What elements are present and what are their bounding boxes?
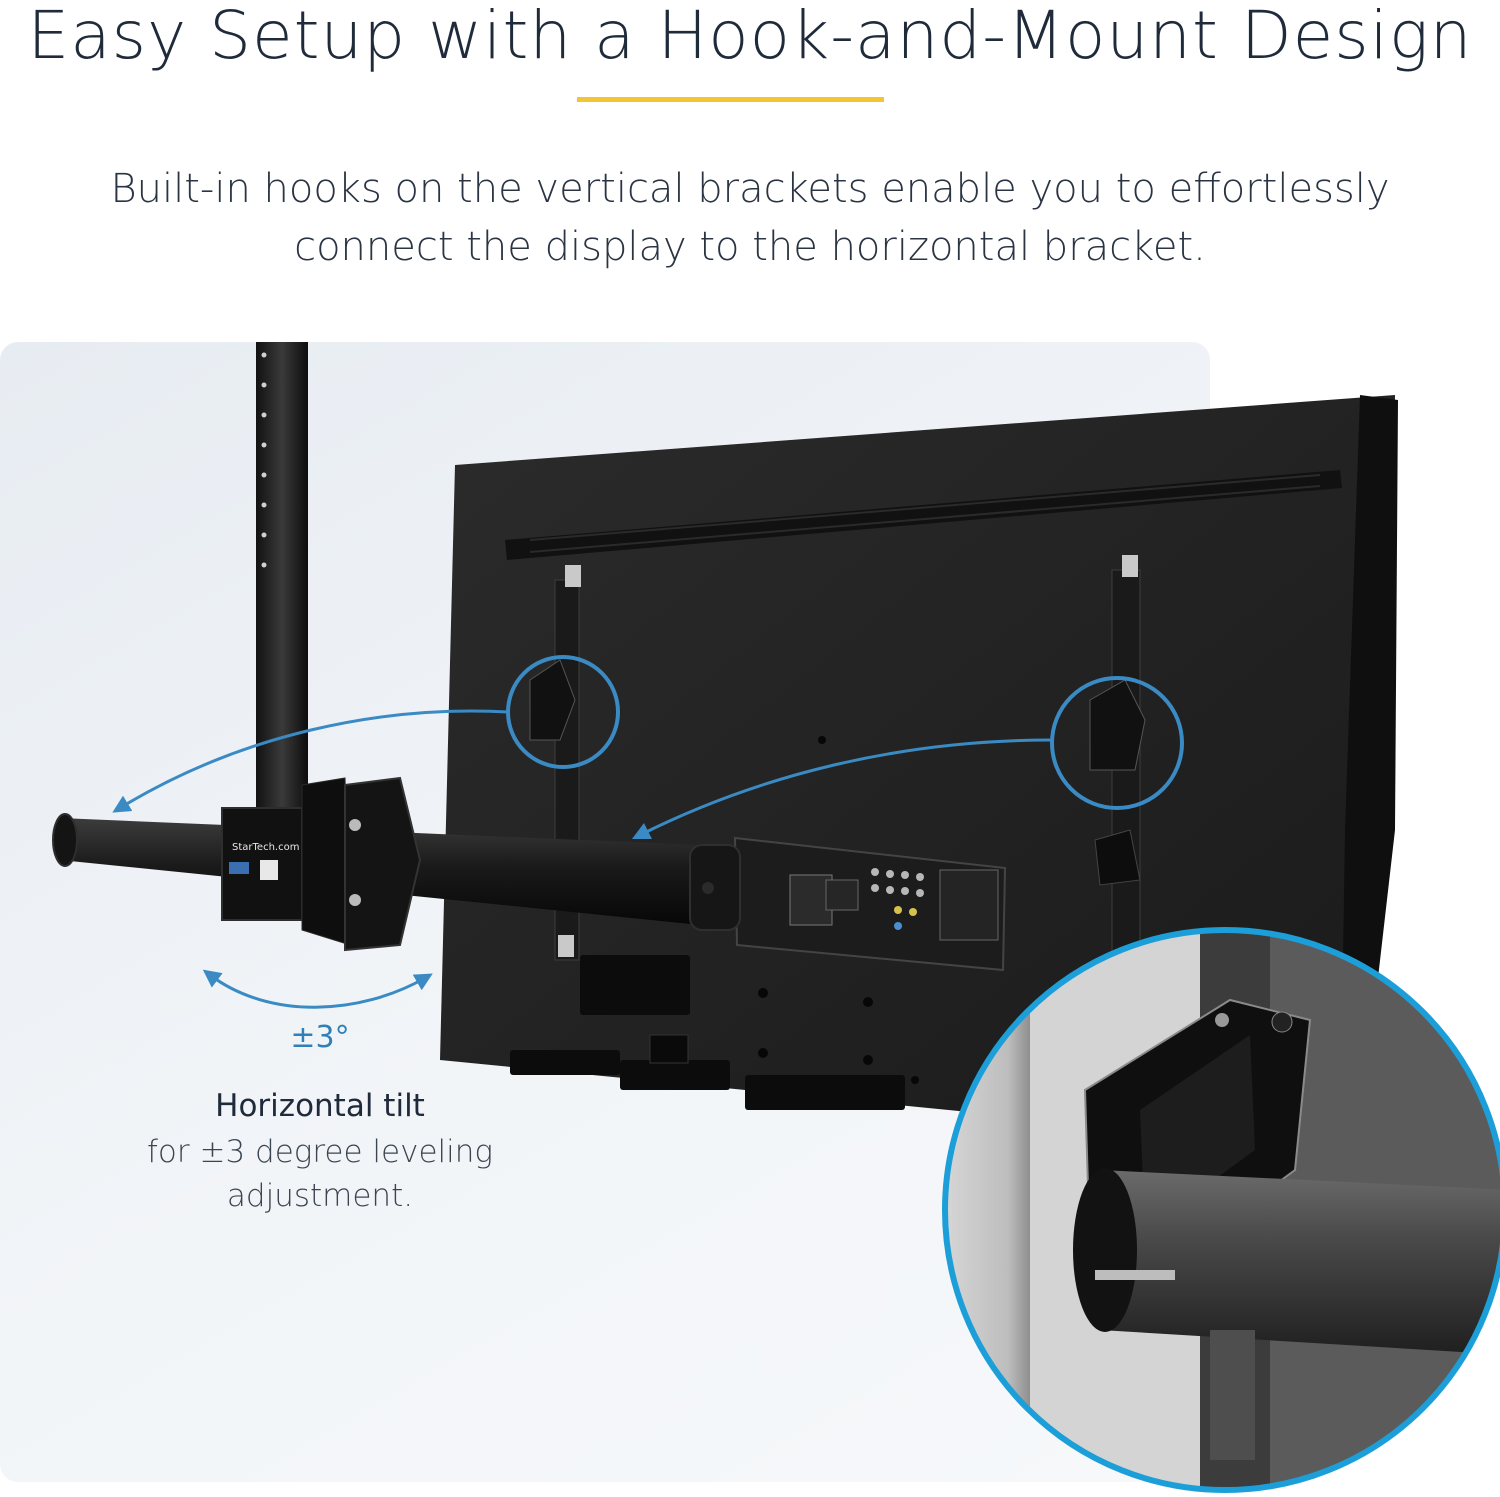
tilt-description: for ±3 degree leveling adjustment. xyxy=(120,1130,520,1218)
hook-highlight-circle-right xyxy=(1050,676,1184,810)
tilt-description-line-1: for ±3 degree leveling xyxy=(146,1134,494,1170)
subtitle-line-1: Built-in hooks on the vertical brackets … xyxy=(110,166,1390,212)
connect-arrow-right xyxy=(631,738,1053,840)
tilt-description-line-2: adjustment. xyxy=(226,1178,414,1214)
ceiling-pole xyxy=(256,342,308,822)
detail-magnifier-circle xyxy=(942,927,1500,1493)
tv-io-panel xyxy=(733,836,1007,972)
page-subtitle: Built-in hooks on the vertical brackets … xyxy=(0,160,1500,276)
tilt-heading: Horizontal tilt xyxy=(215,1088,425,1124)
brand-label: StarTech.com xyxy=(232,842,299,853)
vertical-bracket-left xyxy=(529,565,581,961)
tilt-value-label: ±3° xyxy=(290,1020,350,1055)
vertical-bracket-right xyxy=(1089,555,1146,991)
title-accent-rule xyxy=(577,97,884,102)
page-title: Easy Setup with a Hook-and-Mount Design xyxy=(27,0,1473,74)
rotate-arrow-icon xyxy=(202,969,433,1009)
subtitle-line-2: connect the display to the horizontal br… xyxy=(294,224,1206,270)
pole-clamp-block: StarTech.com xyxy=(221,776,422,952)
connect-arrow-left xyxy=(112,709,509,813)
